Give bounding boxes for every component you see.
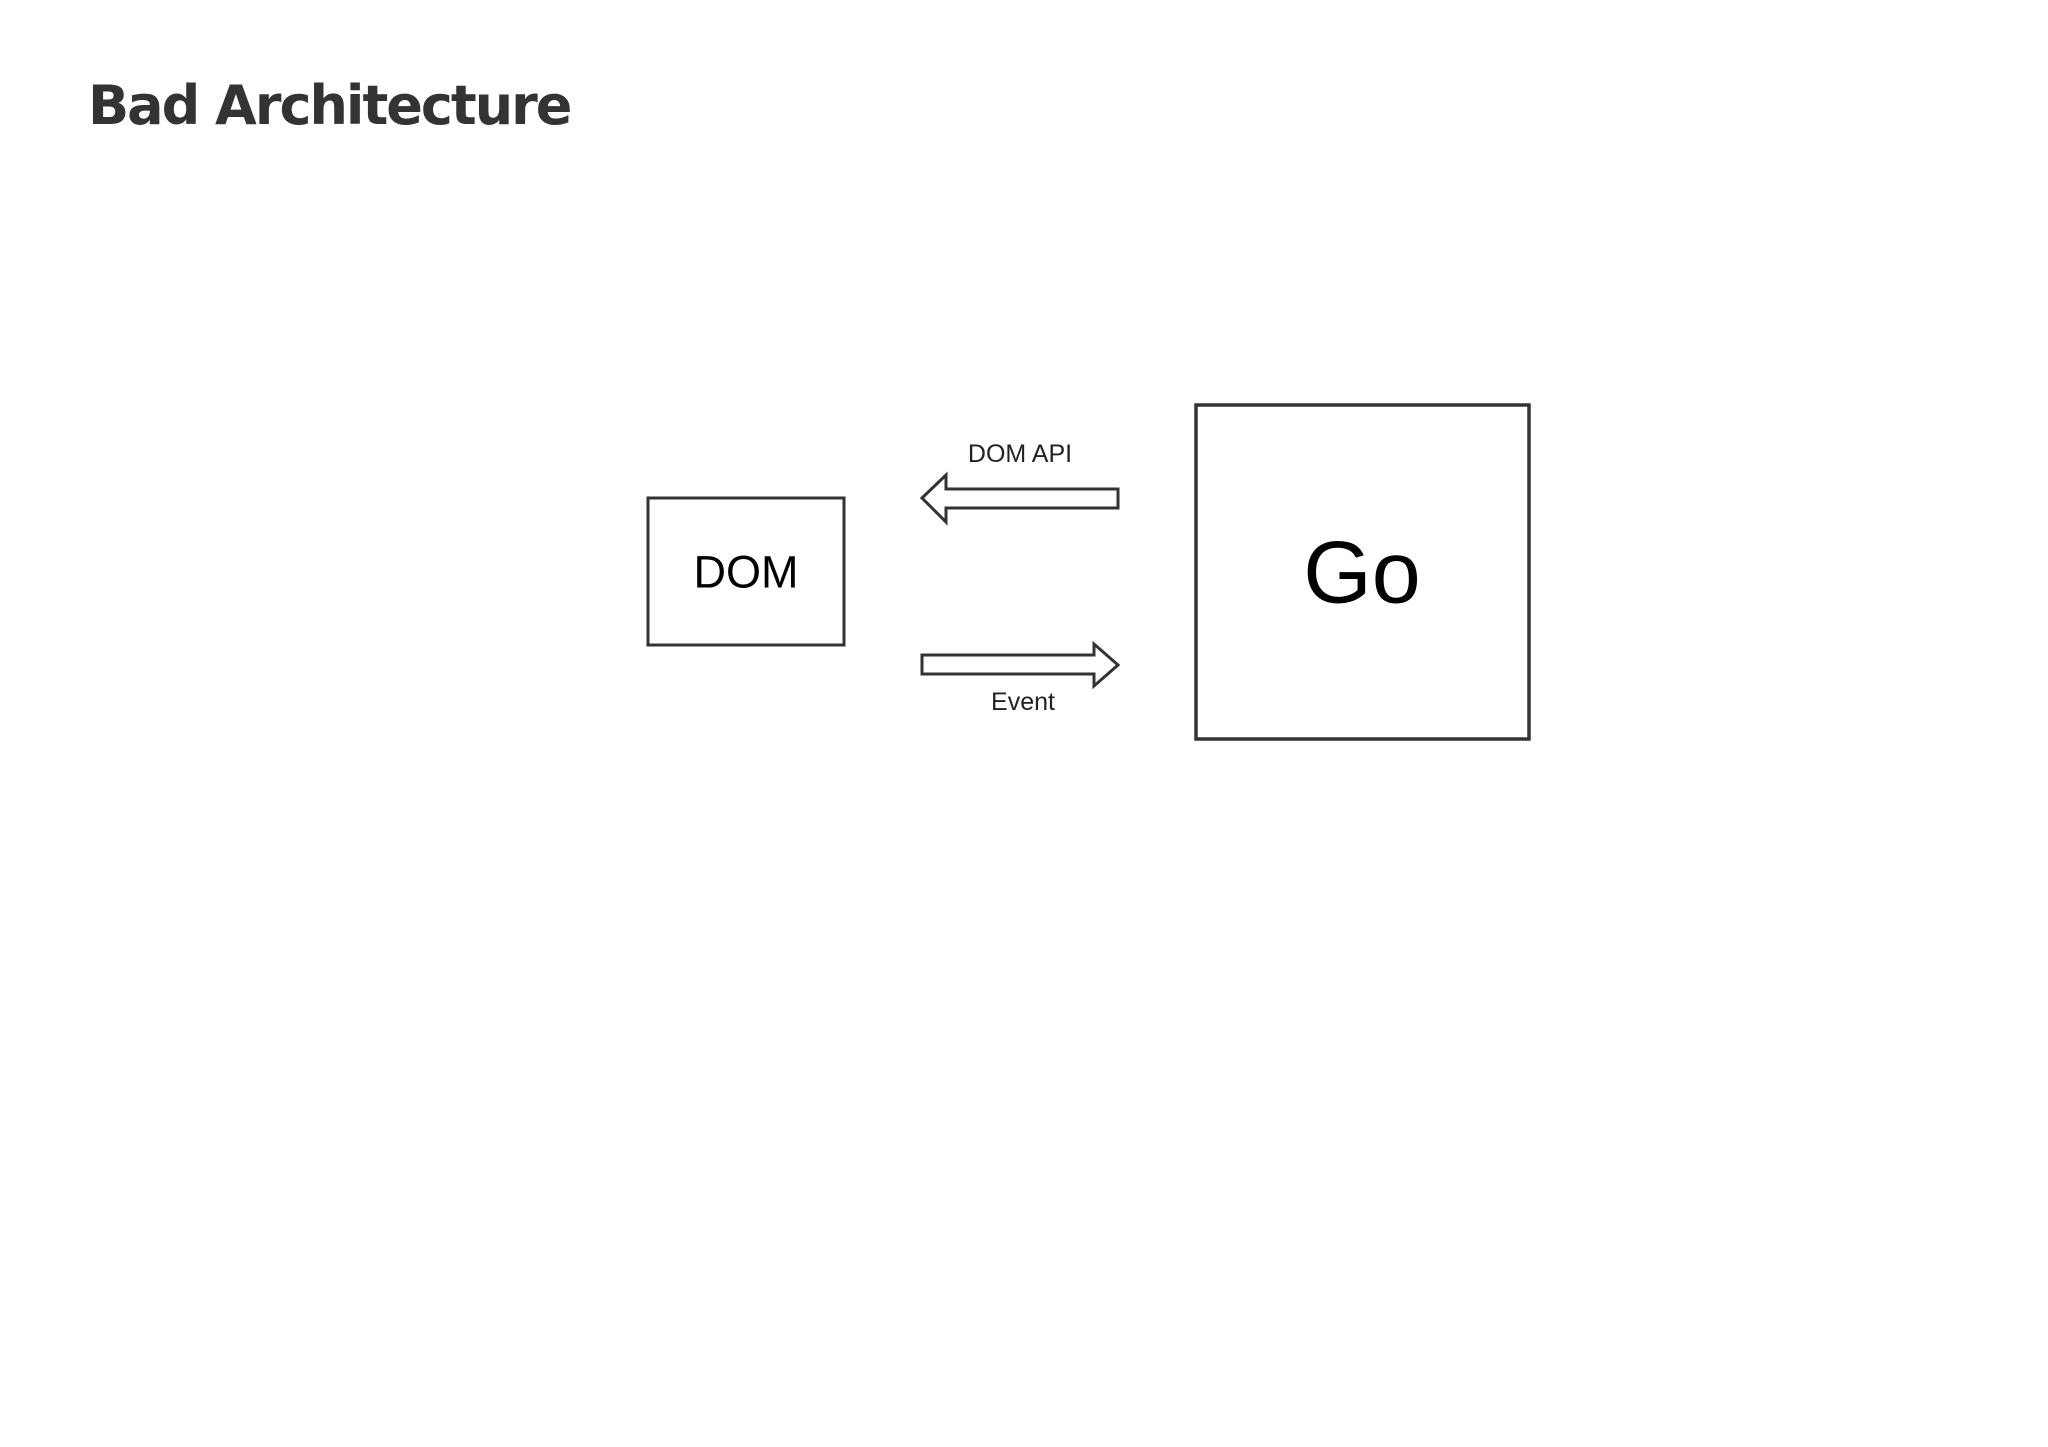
- dom-label: DOM: [694, 547, 799, 598]
- event-label: Event: [991, 688, 1055, 716]
- go-node: Go: [1194, 403, 1531, 741]
- page-title: Bad Architecture: [88, 74, 572, 137]
- go-label: Go: [1303, 523, 1420, 622]
- right-arrow-icon: [920, 640, 1121, 690]
- dom-api-label: DOM API: [968, 440, 1072, 468]
- left-arrow-icon: [919, 471, 1120, 526]
- go-box: [1194, 403, 1531, 741]
- dom-box: [646, 496, 846, 647]
- event-edge: Event: [920, 640, 1121, 716]
- dom-node: DOM: [646, 496, 846, 647]
- dom-api-edge: DOM API: [919, 440, 1120, 526]
